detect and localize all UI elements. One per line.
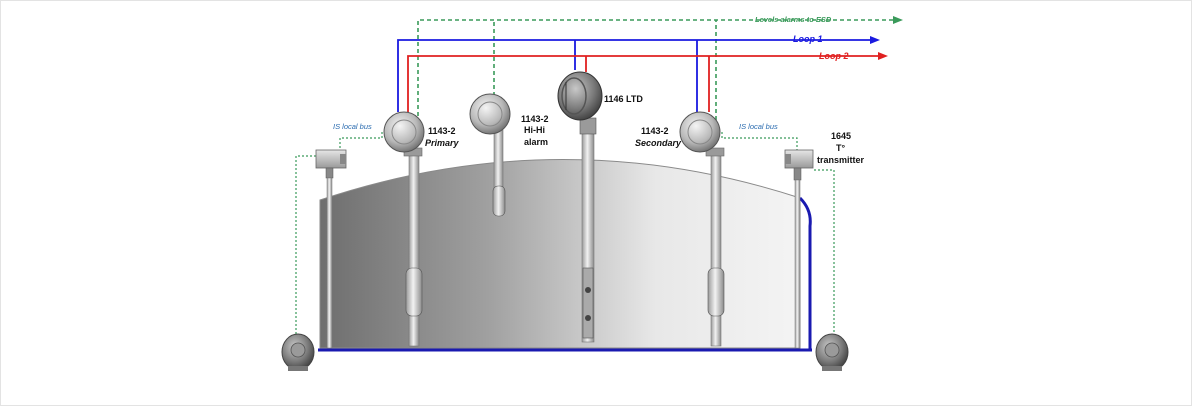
gauge-head-icon — [679, 111, 721, 153]
hihi-line3-label: alarm — [524, 137, 548, 147]
hihi-alarm-gauge[interactable] — [469, 93, 511, 217]
storage-tank — [318, 159, 812, 352]
primary-model-label: 1143-2 — [428, 126, 456, 136]
temp-model-label: 1645 — [831, 131, 851, 141]
left-field-device-icon[interactable] — [281, 333, 315, 371]
ltd-model-label: 1146 LTD — [604, 94, 643, 104]
displacer — [405, 267, 423, 317]
loop1-label: Loop 1 — [793, 34, 823, 44]
primary-role-label: Primary — [425, 138, 460, 148]
alarm-probe — [492, 185, 506, 217]
ltd-head-icon — [557, 71, 603, 121]
right-field-device-icon[interactable] — [815, 333, 849, 371]
gauge-head-icon — [383, 111, 425, 153]
secondary-role-label: Secondary — [635, 138, 682, 148]
loop2-line — [407, 52, 888, 112]
temperature-probe — [326, 177, 333, 349]
esd-line — [417, 16, 903, 120]
ltd-probe — [582, 267, 594, 339]
is-bus-left — [295, 132, 383, 338]
hihi-line2-label: Hi-Hi — [524, 125, 545, 135]
is-bus-right-label: IS local bus — [739, 122, 778, 131]
right-junction-box[interactable] — [784, 149, 814, 349]
hihi-model-label: 1143-2 — [521, 114, 549, 124]
temp-line2-label: T° — [836, 143, 845, 153]
gauge-head-icon — [469, 93, 511, 135]
secondary-level-gauge[interactable] — [679, 111, 725, 347]
temp-line3-label: transmitter — [817, 155, 865, 165]
temperature-probe — [794, 179, 801, 349]
is-bus-right — [721, 132, 835, 336]
ltd-gauge[interactable] — [557, 71, 603, 343]
esd-label: Levels alarms to ESD — [755, 15, 832, 24]
loop1-line — [397, 36, 880, 112]
primary-level-gauge[interactable] — [383, 111, 425, 347]
is-bus-left-label: IS local bus — [333, 122, 372, 131]
secondary-model-label: 1143-2 — [641, 126, 669, 136]
left-junction-box[interactable] — [315, 149, 347, 349]
displacer — [707, 267, 725, 317]
loop2-label: Loop 2 — [819, 51, 849, 61]
tank-outline — [320, 196, 812, 352]
